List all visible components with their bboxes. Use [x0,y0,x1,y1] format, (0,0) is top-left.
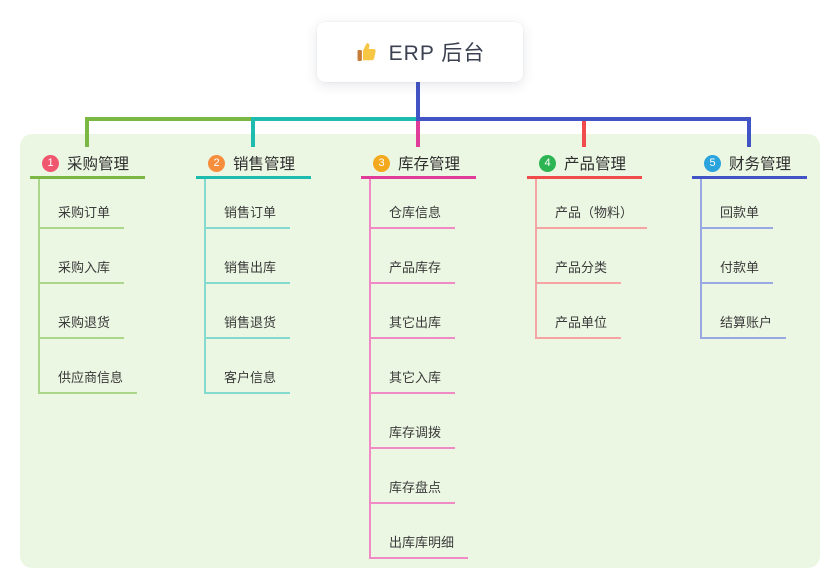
branch-title: 采购管理 [67,156,130,173]
thumbs-up-icon [357,43,376,61]
branch-number-badge: 3 [373,154,390,172]
connector-drop-3 [416,121,420,147]
branch-children: 仓库信息 产品库存 其它出库 其它入库 库存调拨 库存盘点 出库库明细 [369,179,469,559]
branch-header[interactable]: 5 财务管理 [692,150,807,179]
branch-header[interactable]: 3 库存管理 [361,150,476,179]
child-node[interactable]: 采购入库 [40,229,125,284]
child-node[interactable]: 结算账户 [702,284,787,339]
child-node[interactable]: 客户信息 [206,339,291,394]
child-node[interactable]: 产品（物料） [537,179,648,229]
branch-title: 产品管理 [564,156,627,173]
child-node[interactable]: 其它出库 [371,284,456,339]
child-node[interactable]: 供应商信息 [40,339,138,394]
connector-drop-5 [747,117,751,147]
child-node[interactable]: 销售出库 [206,229,291,284]
branch-children: 销售订单 销售出库 销售退货 客户信息 [204,179,291,394]
connector-root-stem [416,81,420,117]
child-node[interactable]: 出库库明细 [371,504,469,559]
branch-number-badge: 4 [539,154,556,172]
mindmap-background-panel [20,134,820,568]
child-node[interactable]: 销售退货 [206,284,291,339]
root-node[interactable]: ERP 后台 [317,22,523,82]
connector-drop-4 [582,121,586,147]
branch-children: 采购订单 采购入库 采购退货 供应商信息 [38,179,138,394]
branch-title: 库存管理 [398,156,461,173]
child-node[interactable]: 销售订单 [206,179,291,229]
child-node[interactable]: 仓库信息 [371,179,456,229]
branch-header[interactable]: 1 采购管理 [30,150,145,179]
connector-drop-1 [85,117,89,147]
child-node[interactable]: 库存盘点 [371,449,456,504]
root-node-label: ERP 后台 [388,42,486,65]
branch-number-badge: 1 [42,154,59,172]
connector-bus-segment-1 [85,117,251,121]
child-node[interactable]: 回款单 [702,179,774,229]
branch-title: 财务管理 [729,156,792,173]
branch-children: 产品（物料） 产品分类 产品单位 [535,179,648,339]
child-node[interactable]: 库存调拨 [371,394,456,449]
child-node[interactable]: 产品库存 [371,229,456,284]
child-node[interactable]: 产品单位 [537,284,622,339]
child-node[interactable]: 产品分类 [537,229,622,284]
child-node[interactable]: 采购退货 [40,284,125,339]
branch-number-badge: 5 [704,154,721,172]
branch-header[interactable]: 2 销售管理 [196,150,311,179]
child-node[interactable]: 付款单 [702,229,774,284]
branch-title: 销售管理 [233,156,296,173]
connector-bus-segment-5 [416,117,751,121]
branch-header[interactable]: 4 产品管理 [527,150,642,179]
child-node[interactable]: 采购订单 [40,179,125,229]
branch-number-badge: 2 [208,154,225,172]
branch-children: 回款单 付款单 结算账户 [700,179,787,339]
connector-bus-segment-2 [251,117,416,121]
connector-drop-2 [251,117,255,147]
child-node[interactable]: 其它入库 [371,339,456,394]
